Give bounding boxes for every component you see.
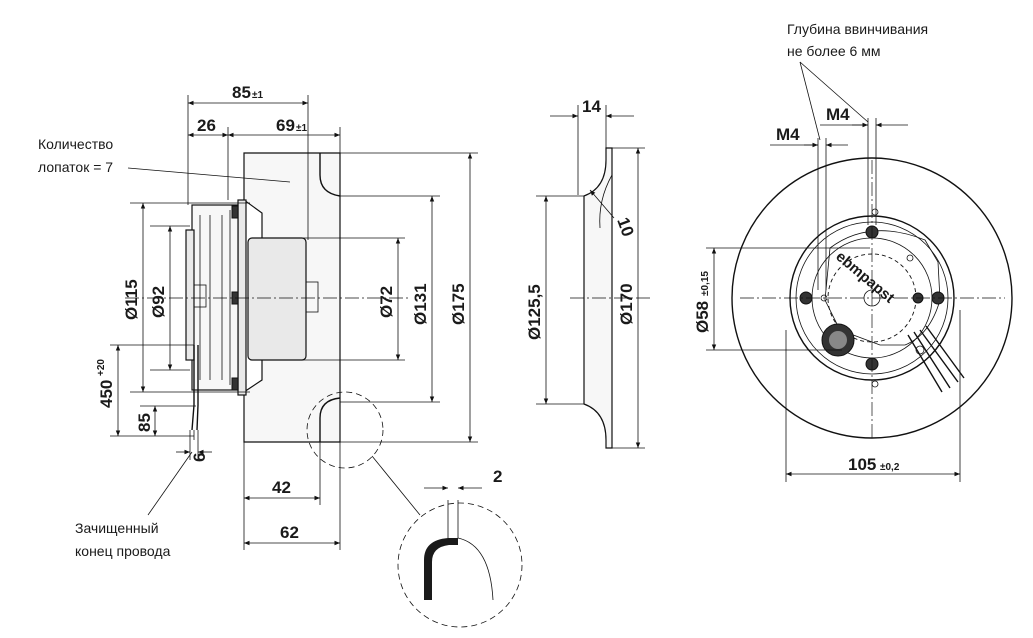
dim-hub-offset: 26 bbox=[197, 116, 216, 135]
note-stripped-end-line2: конец провода bbox=[75, 543, 171, 559]
detail-view: 2 bbox=[397, 467, 523, 628]
dim-pitch-105: 105 bbox=[848, 455, 876, 474]
dim-depth-62: 62 bbox=[280, 523, 299, 542]
motor-stator bbox=[191, 204, 239, 391]
brand-label: ebmpapst bbox=[832, 248, 897, 307]
detail-profile bbox=[424, 538, 458, 600]
dim-dia-58-tol: ±0,15 bbox=[700, 271, 711, 296]
thread-m4-left: M4 bbox=[776, 125, 800, 144]
rotor-cap bbox=[305, 281, 319, 313]
note-blade-count-line2: лопаток = 7 bbox=[38, 159, 113, 175]
backplate bbox=[237, 199, 247, 396]
motor-rotor bbox=[247, 237, 307, 361]
dim-depth-42: 42 bbox=[272, 478, 291, 497]
dim-dia-92: Ø92 bbox=[149, 286, 168, 318]
note-screw-depth-line2: не более 6 мм bbox=[787, 43, 880, 59]
flange-bolt-top bbox=[231, 205, 239, 219]
dim-dia-115: Ø115 bbox=[122, 279, 141, 320]
flange-bolt-bottom bbox=[231, 377, 239, 391]
dim-impeller-depth-tol: ±1 bbox=[296, 123, 307, 134]
section-view: 14 Ø125,5 Ø170 10 bbox=[525, 97, 650, 449]
dim-detail-thickness: 2 bbox=[493, 467, 502, 486]
electronics-cover bbox=[824, 230, 941, 346]
detail-marker-circle bbox=[306, 391, 384, 469]
note-stripped-end-line1: Зачищенный bbox=[75, 520, 159, 536]
cable-bundle bbox=[907, 334, 943, 393]
dim-overall-depth: 85 bbox=[232, 83, 251, 102]
detail-circle bbox=[397, 502, 523, 628]
blade-curve-top bbox=[319, 153, 341, 197]
dim-pitch-105-tol: ±0,2 bbox=[880, 462, 900, 473]
dim-dia-125-5: Ø125,5 bbox=[525, 284, 544, 340]
dim-radius-10: 10 bbox=[613, 215, 637, 239]
pcb-board bbox=[185, 229, 195, 361]
thread-m4-top: M4 bbox=[826, 105, 850, 124]
dim-dia-58: Ø58 bbox=[693, 301, 712, 333]
dim-cable-length-tol: +20 bbox=[96, 359, 107, 376]
dim-width-14: 14 bbox=[582, 97, 601, 116]
dim-overall-depth-tol: ±1 bbox=[252, 90, 263, 101]
dim-impeller-depth: 69 bbox=[276, 116, 295, 135]
dim-wire-strip: 6 bbox=[190, 453, 209, 462]
front-view: ebmpapst Ø58 ±0,15 105 ±0,2 M4 M4 Гл bbox=[693, 21, 1013, 482]
blade-curve-bottom bbox=[319, 397, 341, 442]
side-view: 85 ±1 26 69 ±1 Ø115 Ø92 Ø72 Ø131 Ø175 45… bbox=[38, 83, 478, 559]
note-screw-depth-line1: Глубина ввинчивания bbox=[787, 21, 928, 37]
dim-dia-72: Ø72 bbox=[377, 286, 396, 318]
cable-gland bbox=[193, 284, 207, 308]
dim-dia-131: Ø131 bbox=[411, 283, 430, 325]
dim-dia-175: Ø175 bbox=[449, 283, 468, 325]
note-blade-count-line1: Количество bbox=[38, 136, 113, 152]
dim-cable-85: 85 bbox=[135, 413, 154, 432]
dim-dia-170: Ø170 bbox=[617, 283, 636, 325]
dim-cable-length: 450 bbox=[97, 380, 116, 408]
cable bbox=[191, 345, 195, 431]
